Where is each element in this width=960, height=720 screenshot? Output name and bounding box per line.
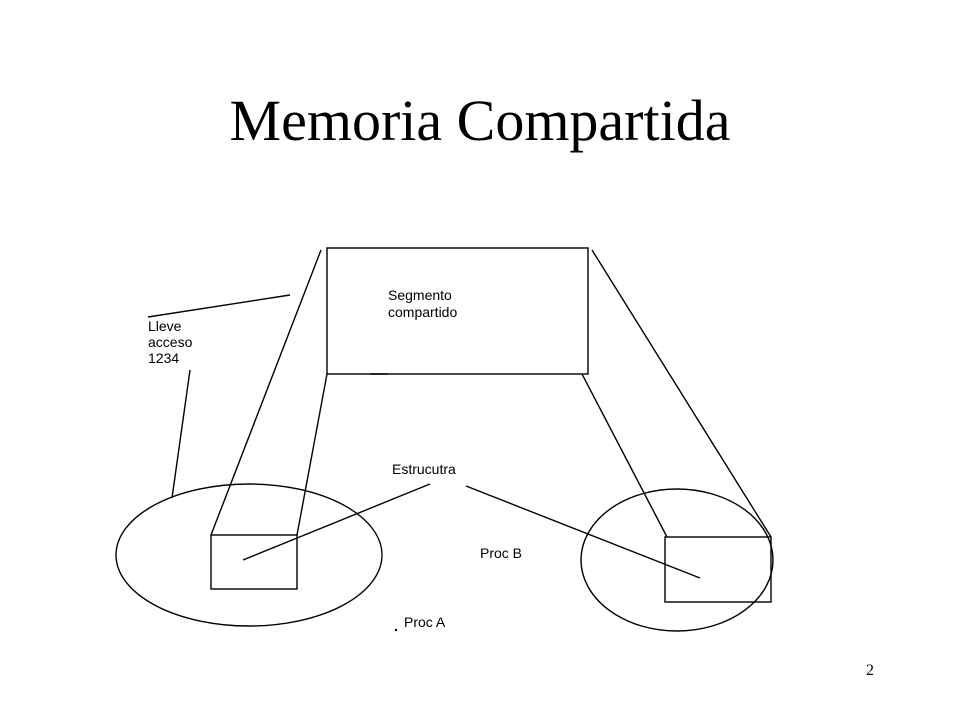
key-pointer-line	[147, 294, 291, 318]
proc-b-structure-box	[664, 536, 772, 603]
structure-pointer-b	[465, 485, 701, 579]
proc-b-label: Proc B	[480, 545, 522, 561]
stray-dot	[394, 628, 398, 632]
key-label-line1: Lleve	[148, 318, 182, 334]
key-label-line2: acceso	[148, 334, 193, 350]
proc-a-circle	[115, 483, 383, 627]
shared-segment-box	[326, 247, 589, 375]
map-line-a-outer	[210, 249, 322, 536]
key-label-line3: 1234	[148, 350, 179, 366]
proc-a-structure-box	[210, 534, 298, 590]
segment-label-line2: compartido	[388, 304, 457, 320]
segment-label-line1: Segmento	[388, 287, 452, 303]
map-line-a-inner	[296, 373, 328, 536]
proc-a-label: Proc A	[404, 614, 446, 630]
slide-title: Memoria Compartida	[229, 88, 731, 153]
structure-pointer-a	[242, 483, 431, 561]
key-to-proc-a-line	[171, 369, 191, 499]
structure-label: Estrucutra	[392, 461, 456, 477]
proc-b-circle	[580, 488, 774, 632]
page-number: 2	[866, 662, 874, 679]
map-line-b-outer	[591, 249, 772, 538]
map-line-b-inner	[581, 373, 668, 538]
